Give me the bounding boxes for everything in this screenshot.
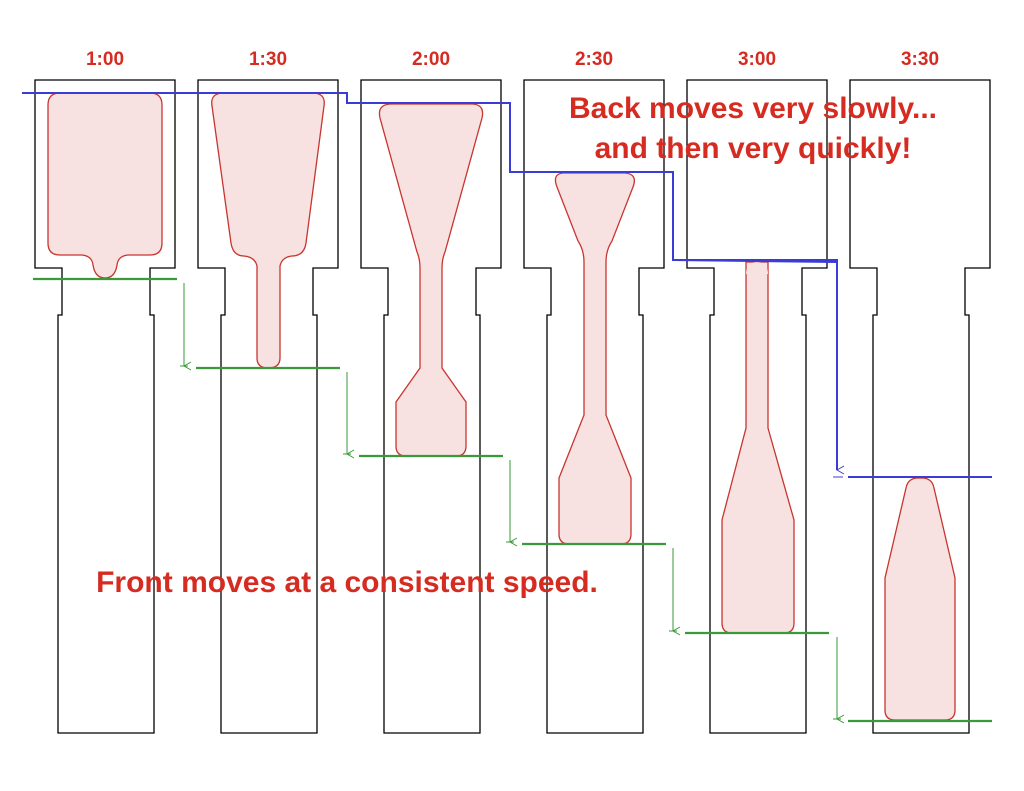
fluid-5-cap xyxy=(746,262,768,274)
time-label-6: 3:30 xyxy=(901,49,939,70)
front-annotation: Front moves at a consistent speed. xyxy=(96,566,598,599)
time-label-4: 2:30 xyxy=(575,49,613,70)
time-label-2: 1:30 xyxy=(249,49,287,70)
container-6 xyxy=(849,79,991,734)
back-annotation-line2: and then very quickly! xyxy=(595,132,912,165)
back-line-step-3 xyxy=(672,259,838,263)
time-label-3: 2:00 xyxy=(412,49,450,70)
back-annotation-line1: Back moves very slowly... xyxy=(569,92,937,125)
fluid-1 xyxy=(47,92,163,279)
time-label-1: 1:00 xyxy=(86,49,124,70)
time-label-5: 3:00 xyxy=(738,49,776,70)
